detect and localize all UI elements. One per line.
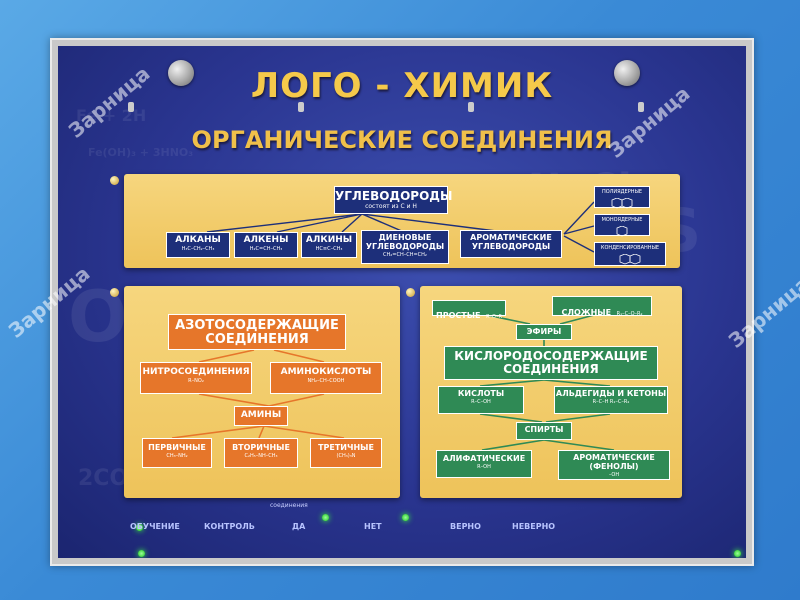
- simple-ethers-formula: R–O–R: [486, 314, 502, 320]
- incorrect-button[interactable]: НЕВЕРНО: [512, 522, 556, 531]
- led-bottom-icon: [138, 550, 145, 557]
- led-training-icon: [136, 524, 143, 531]
- oxygen-main-label: КИСЛОРОДОСОДЕРЖАЩИЕ СОЕДИНЕНИЯ: [454, 349, 648, 377]
- aldehydes-ketones-formula: R–C–H R₁–C–R₂: [592, 398, 630, 405]
- amino-acids-box: АМИНОКИСЛОТЫ NH₂–CH–COOH: [270, 362, 382, 394]
- nitrogen-main-box: АЗОТОСОДЕРЖАЩИЕ СОЕДИНЕНИЯ: [168, 314, 346, 350]
- amines-box: АМИНЫ: [234, 406, 288, 426]
- nitrocompounds-label: НИТРОСОЕДИНЕНИЯ: [142, 367, 250, 377]
- screw-icon: [168, 60, 194, 86]
- tertiary-amines-box: ТРЕТИЧНЫЕ (CH₃)₃N: [310, 438, 382, 468]
- simple-ethers-label: ПРОСТЫЕ: [436, 311, 481, 320]
- alcohols-box: СПИРТЫ: [516, 422, 572, 440]
- mononuclear-box: МОНОЯДЕРНЫЕ: [594, 214, 650, 236]
- poster-panel: Fe + 2H Fe(OH)₃ + 3HNO₃ NaCl S O 2CO₂ ЛО…: [58, 46, 746, 558]
- oxygen-main-box: КИСЛОРОДОСОДЕРЖАЩИЕ СОЕДИНЕНИЯ: [444, 346, 658, 380]
- peg-icon: [298, 102, 304, 112]
- amines-label: АМИНЫ: [240, 410, 282, 420]
- no-button[interactable]: НЕТ: [364, 522, 382, 531]
- oxygen-block: ПРОСТЫЕ R–O–R СЛОЖНЫЕ R₁–C–O–R₂ ЭФИРЫ КИ…: [406, 286, 682, 498]
- ethers-label: ЭФИРЫ: [526, 327, 562, 336]
- benzene-ring-icon: [616, 225, 628, 236]
- phenols-formula: –OH: [608, 471, 620, 478]
- aromatic-label: АРОМАТИЧЕСКИЕ УГЛЕВОДОРОДЫ: [470, 233, 552, 251]
- mononuclear-label: МОНОЯДЕРНЫЕ: [601, 217, 643, 223]
- dot-icon: [110, 176, 119, 185]
- acids-label: КИСЛОТЫ: [457, 389, 505, 398]
- amino-acids-formula: NH₂–CH–COOH: [307, 377, 345, 384]
- alkanes-label: АЛКАНЫ: [175, 235, 221, 245]
- primary-amines-box: ПЕРВИЧНЫЕ CH₃–NH₂: [142, 438, 212, 468]
- condensed-rings-icon: [619, 253, 641, 264]
- ethers-box: ЭФИРЫ: [516, 324, 572, 340]
- primary-amines-formula: CH₃–NH₂: [166, 452, 188, 459]
- phenols-box: АРОМАТИЧЕСКИЕ (ФЕНОЛЫ) –OH: [558, 450, 670, 480]
- primary-amines-label: ПЕРВИЧНЫЕ: [148, 443, 206, 452]
- nitrocompounds-box: НИТРОСОЕДИНЕНИЯ R–NO₂: [140, 362, 252, 394]
- page-title: ЛОГО - ХИМИК: [250, 66, 554, 106]
- polynuclear-box: ПОЛИЯДЕРНЫЕ: [594, 186, 650, 208]
- alkynes-box: АЛКИНЫ HC≡C–CH₃: [301, 232, 357, 258]
- peg-icon: [638, 102, 644, 112]
- aldehydes-ketones-label: АЛЬДЕГИДЫ И КЕТОНЫ: [555, 389, 667, 398]
- simple-ethers-box: ПРОСТЫЕ R–O–R: [432, 300, 506, 320]
- polynuclear-label: ПОЛИЯДЕРНЫЕ: [601, 189, 643, 195]
- compounds-caption: соединения: [270, 502, 308, 509]
- peg-icon: [468, 102, 474, 112]
- yes-button[interactable]: ДА: [292, 522, 306, 531]
- tertiary-amines-label: ТРЕТИЧНЫЕ: [318, 443, 374, 452]
- alkynes-formula: HC≡C–CH₃: [315, 245, 343, 252]
- alkenes-box: АЛКЕНЫ H₂C=CH–CH₃: [234, 232, 298, 258]
- aromatic-box: АРОМАТИЧЕСКИЕ УГЛЕВОДОРОДЫ: [460, 230, 562, 258]
- dienes-box: ДИЕНОВЫЕ УГЛЕВОДОРОДЫ CH₂=CH–CH=CH₂: [361, 230, 449, 264]
- amino-acids-label: АМИНОКИСЛОТЫ: [280, 367, 372, 377]
- nitrogen-main-label: АЗОТОСОДЕРЖАЩИЕ СОЕДИНЕНИЯ: [175, 318, 339, 348]
- condensed-box: КОНДЕНСИРОВАННЫЕ: [594, 242, 666, 266]
- phenols-label: АРОМАТИЧЕСКИЕ (ФЕНОЛЫ): [573, 453, 655, 471]
- alkanes-formula: H₃C–CH₂–CH₃: [181, 245, 215, 252]
- secondary-amines-box: ВТОРИЧНЫЕ C₂H₅–NH–CH₃: [224, 438, 298, 468]
- control-button[interactable]: КОНТРОЛЬ: [204, 522, 255, 531]
- aliphatic-alcohols-formula: R–OH: [477, 463, 491, 470]
- hydrocarbons-main-box: УГЛЕВОДОРОДЫ состоят из С и Н: [334, 186, 453, 214]
- alkanes-box: АЛКАНЫ H₃C–CH₂–CH₃: [166, 232, 230, 258]
- alcohols-label: СПИРТЫ: [524, 425, 564, 434]
- acids-box: КИСЛОТЫ R–C–OH: [438, 386, 524, 414]
- secondary-amines-formula: C₂H₅–NH–CH₃: [244, 452, 278, 459]
- condensed-label: КОНДЕНСИРОВАННЫЕ: [600, 245, 660, 251]
- dot-icon: [406, 288, 415, 297]
- training-button[interactable]: ОБУЧЕНИЕ: [130, 522, 180, 531]
- board-frame: Fe + 2H Fe(OH)₃ + 3HNO₃ NaCl S O 2CO₂ ЛО…: [50, 38, 754, 566]
- led-no-icon: [402, 514, 409, 521]
- hydrocarbons-block: УГЛЕВОДОРОДЫ состоят из С и Н АЛКАНЫ H₃C…: [110, 174, 680, 268]
- aliphatic-alcohols-box: АЛИФАТИЧЕСКИЕ R–OH: [436, 450, 532, 478]
- alkenes-formula: H₂C=CH–CH₃: [249, 245, 283, 252]
- bg-decoration: Fe(OH)₃ + 3HNO₃: [88, 146, 194, 159]
- polynuclear-icon: [611, 197, 633, 208]
- esters-formula: R₁–C–O–R₂: [616, 311, 643, 317]
- acids-formula: R–C–OH: [471, 398, 491, 405]
- nitrogen-block: АЗОТОСОДЕРЖАЩИЕ СОЕДИНЕНИЯ НИТРОСОЕДИНЕН…: [110, 286, 400, 498]
- dot-icon: [110, 288, 119, 297]
- aldehydes-ketones-box: АЛЬДЕГИДЫ И КЕТОНЫ R–C–H R₁–C–R₂: [554, 386, 668, 414]
- nitrocompounds-formula: R–NO₂: [188, 377, 204, 384]
- secondary-amines-label: ВТОРИЧНЫЕ: [232, 443, 290, 452]
- aliphatic-alcohols-label: АЛИФАТИЧЕСКИЕ: [442, 454, 526, 463]
- correct-button[interactable]: ВЕРНО: [450, 522, 481, 531]
- led-bottom-icon: [734, 550, 741, 557]
- screw-icon: [614, 60, 640, 86]
- dienes-formula: CH₂=CH–CH=CH₂: [383, 251, 427, 258]
- dienes-label: ДИЕНОВЫЕ УГЛЕВОДОРОДЫ: [365, 233, 445, 251]
- alkenes-label: АЛКЕНЫ: [243, 235, 289, 245]
- esters-label: СЛОЖНЫЕ: [561, 308, 612, 317]
- esters-box: СЛОЖНЫЕ R₁–C–O–R₂: [552, 296, 652, 317]
- hydrocarbons-sub: состоят из С и Н: [365, 203, 417, 211]
- alkynes-label: АЛКИНЫ: [305, 235, 353, 245]
- peg-icon: [128, 102, 134, 112]
- page-subtitle: ОРГАНИЧЕСКИЕ СОЕДИНЕНИЯ: [191, 126, 613, 154]
- hydrocarbons-label: УГЛЕВОДОРОДЫ: [335, 189, 453, 203]
- tertiary-amines-formula: (CH₃)₃N: [336, 452, 356, 459]
- led-yes-icon: [322, 514, 329, 521]
